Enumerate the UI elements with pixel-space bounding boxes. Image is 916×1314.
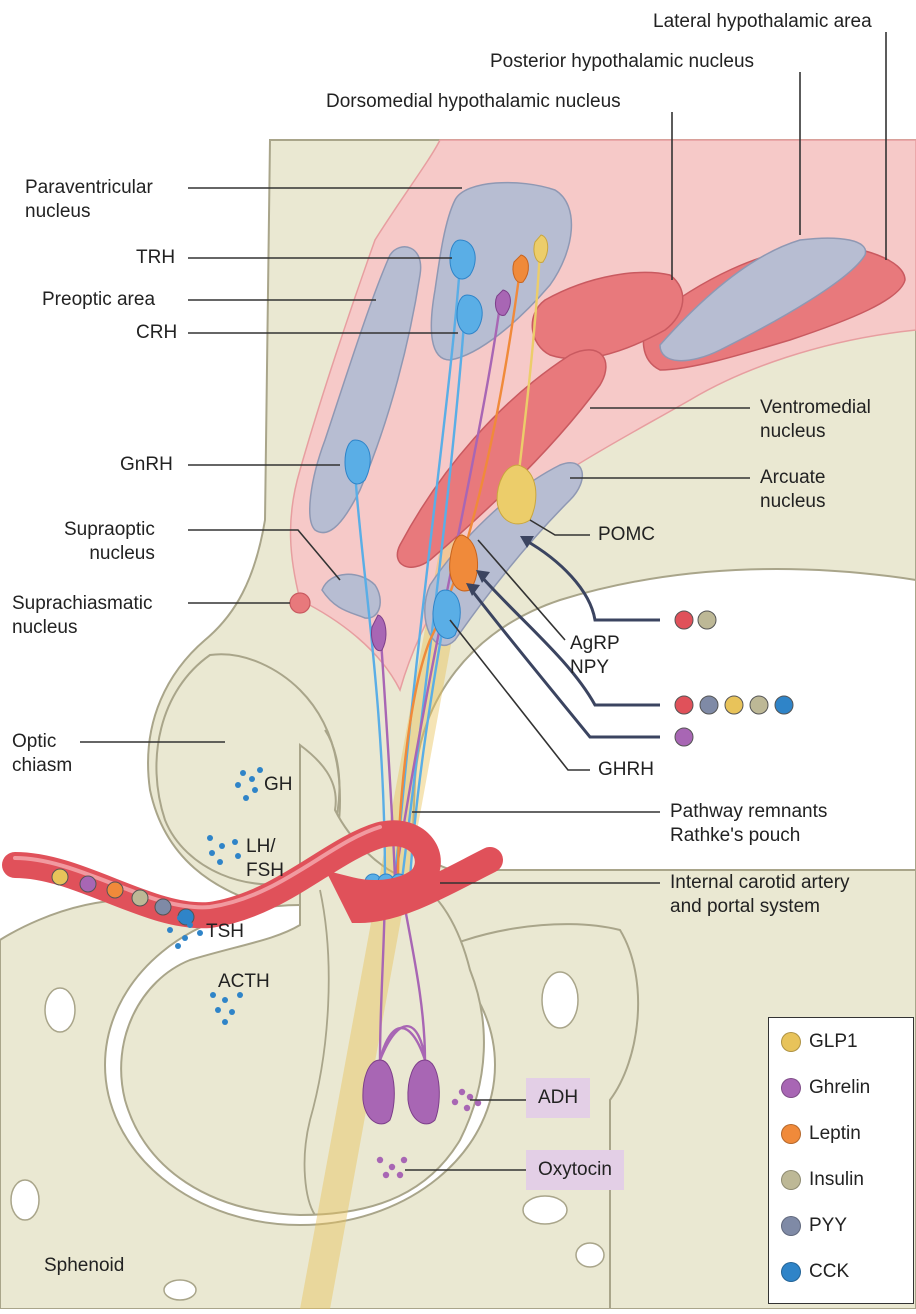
- label-gh: GH: [264, 773, 293, 797]
- label-pomc: POMC: [598, 523, 655, 547]
- label-preoptic-area: Preoptic area: [42, 288, 155, 312]
- legend-label: PYY: [809, 1215, 847, 1237]
- glp1-swatch: [781, 1032, 801, 1052]
- label-internal-carotid: Internal carotid artery and portal syste…: [670, 871, 850, 919]
- label-optic-chiasm: Optic chiasm: [12, 730, 72, 778]
- legend-item-leptin: Leptin: [781, 1119, 861, 1149]
- insulin-swatch: [781, 1170, 801, 1190]
- legend-item-insulin: Insulin: [781, 1165, 864, 1195]
- label-supraoptic-nucleus: Supraoptic nucleus: [64, 518, 155, 566]
- legend-label: Ghrelin: [809, 1077, 870, 1099]
- label-paraventricular-nucleus: Paraventricular nucleus: [25, 176, 153, 224]
- label-pathway-remnants: Pathway remnants Rathke's pouch: [670, 800, 827, 848]
- label-adh: ADH: [526, 1078, 590, 1118]
- label-oxytocin: Oxytocin: [526, 1150, 624, 1190]
- legend-label: Leptin: [809, 1123, 861, 1145]
- label-ventromedial-nucleus: Ventromedial nucleus: [760, 396, 871, 444]
- label-gnrh: GnRH: [120, 453, 173, 477]
- label-lateral-hypothalamic-area: Lateral hypothalamic area: [653, 10, 872, 34]
- label-acth: ACTH: [218, 970, 270, 994]
- legend-item-ghrelin: Ghrelin: [781, 1073, 870, 1103]
- legend-label: Insulin: [809, 1169, 864, 1191]
- label-agrp-npy: AgRP NPY: [570, 632, 620, 680]
- label-posterior-hypothalamic-nucleus: Posterior hypothalamic nucleus: [490, 50, 754, 74]
- legend-item-cck: CCK: [781, 1257, 849, 1287]
- legend-label: GLP1: [809, 1031, 858, 1053]
- label-crh: CRH: [136, 321, 177, 345]
- legend-item-glp1: GLP1: [781, 1027, 858, 1057]
- ghrelin-swatch: [781, 1078, 801, 1098]
- pyy-swatch: [781, 1216, 801, 1236]
- label-sphenoid: Sphenoid: [44, 1254, 124, 1278]
- label-suprachiasmatic-nucleus: Suprachiasmatic nucleus: [12, 592, 152, 640]
- label-ghrh: GHRH: [598, 758, 654, 782]
- leptin-swatch: [781, 1124, 801, 1144]
- suprachiasmatic-nucleus-shape: [290, 593, 310, 613]
- legend-label: CCK: [809, 1261, 849, 1283]
- legend: GLP1 Ghrelin Leptin Insulin PYY CCK: [768, 1017, 914, 1304]
- label-trh: TRH: [136, 246, 175, 270]
- legend-item-pyy: PYY: [781, 1211, 847, 1241]
- cck-swatch: [781, 1262, 801, 1282]
- label-dorsomedial-hypothalamic-nucleus: Dorsomedial hypothalamic nucleus: [326, 90, 621, 114]
- label-tsh: TSH: [206, 920, 244, 944]
- label-lh-fsh: LH/ FSH: [246, 835, 284, 883]
- label-arcuate-nucleus: Arcuate nucleus: [760, 466, 826, 514]
